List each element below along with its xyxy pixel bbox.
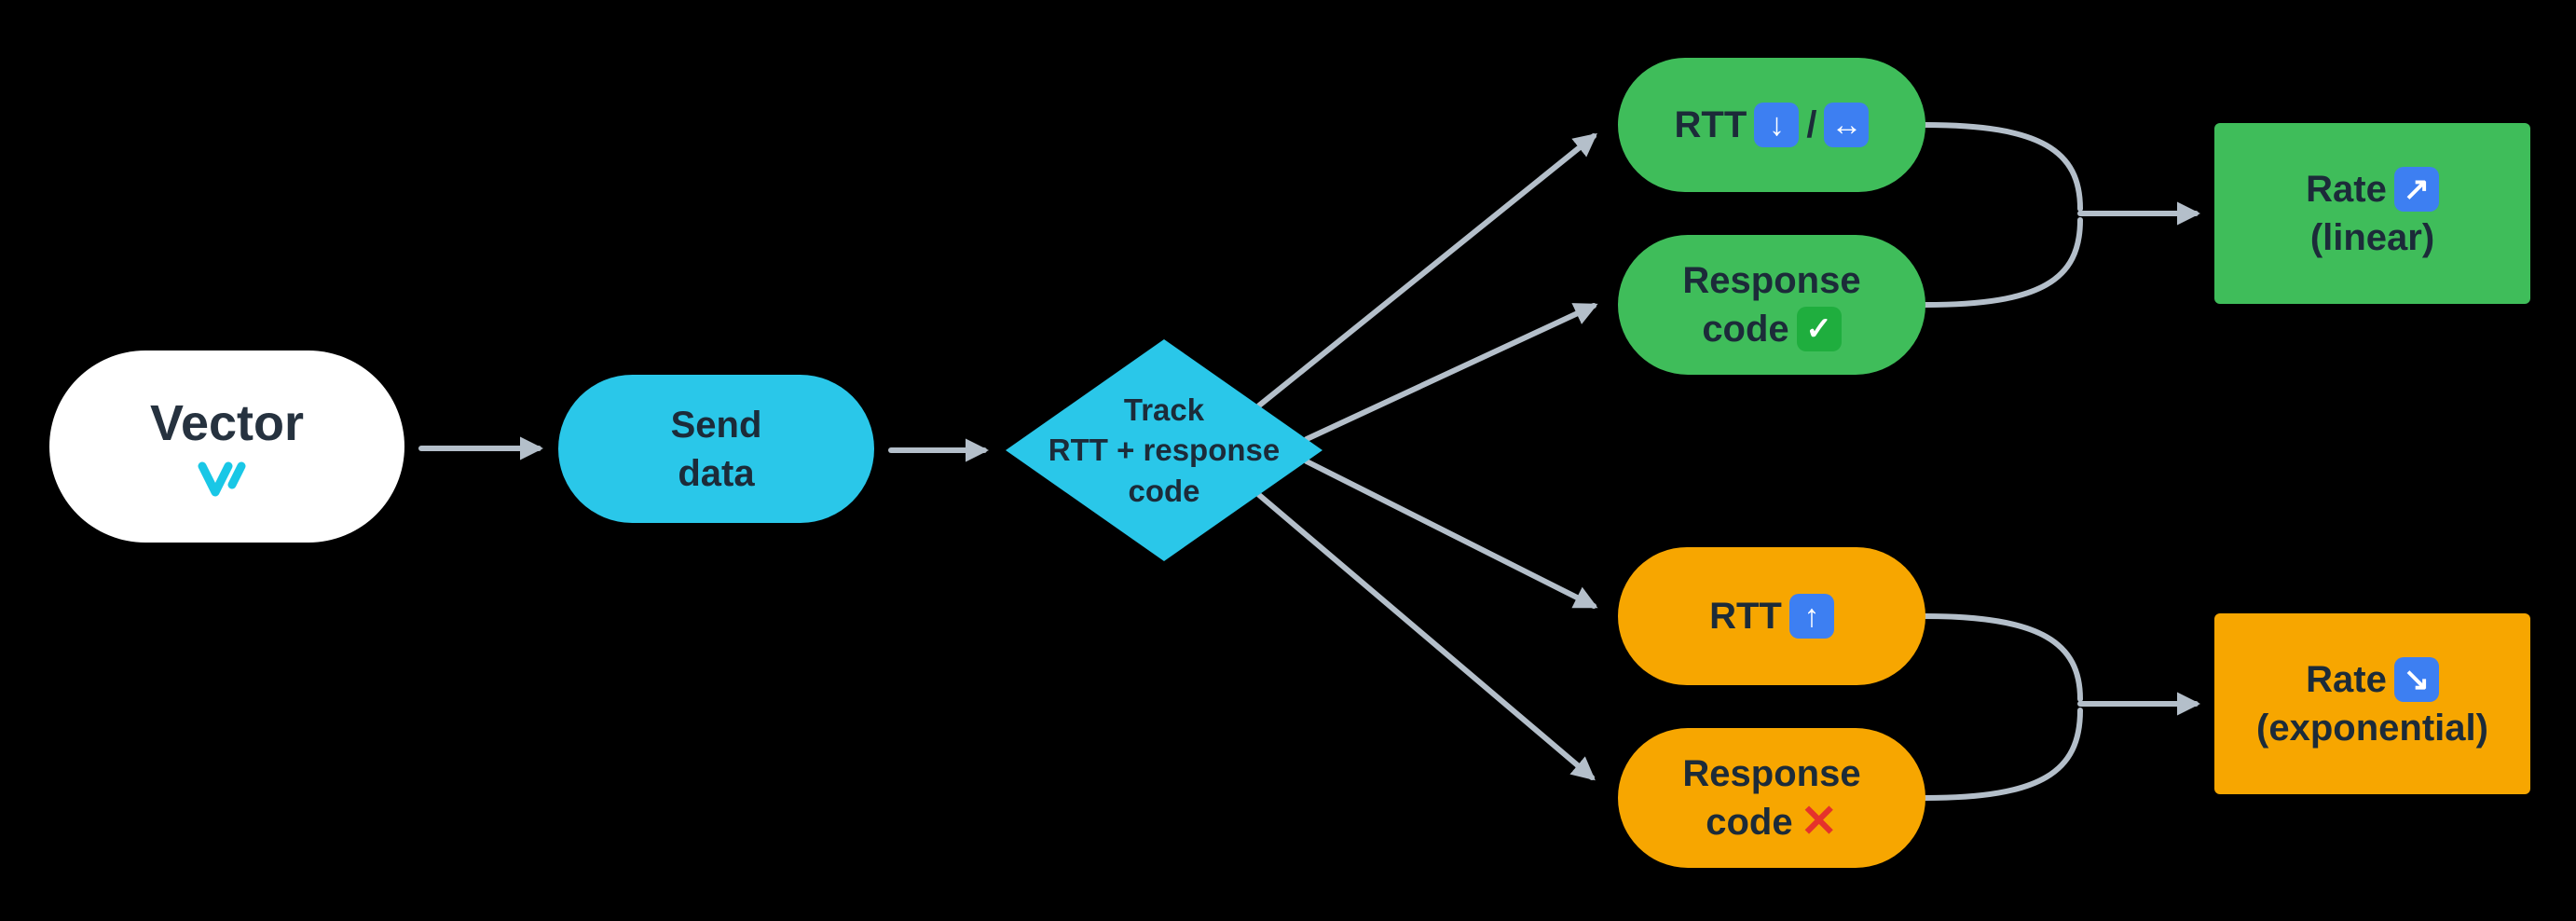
connector-track-to-rtt-bad <box>1304 459 1598 609</box>
rtt-good-separator: / <box>1806 104 1817 145</box>
bracket-rtt-bad <box>1923 613 2083 702</box>
node-response-bad: Response code ✕ <box>1618 728 1925 868</box>
node-send-data: Send data <box>558 375 874 523</box>
rate-linear-line1: Rate <box>2306 169 2387 210</box>
rtt-bad-label: RTT <box>1709 596 1782 637</box>
response-good-line2: code <box>1702 309 1789 350</box>
connector-track-to-response-bad <box>1256 492 1596 781</box>
bracket-rtt-good <box>1923 122 2083 212</box>
connector-track-to-response-good <box>1304 303 1598 442</box>
track-line1: Track <box>1123 392 1205 427</box>
arrow-down-right-icon: ↘ <box>2393 657 2439 702</box>
arrow-up-icon: ↑ <box>1788 594 1834 639</box>
node-rtt-bad: RTT ↑ <box>1618 547 1925 685</box>
arrow-down-icon: ↓ <box>1754 103 1800 147</box>
node-rtt-good: RTT ↓ / ↔ <box>1618 58 1925 192</box>
rate-exponential-line1: Rate <box>2306 659 2387 700</box>
arrow-left-right-icon: ↔ <box>1824 103 1870 147</box>
connector-track-to-rtt-good <box>1256 132 1597 408</box>
bracket-response-good <box>1923 217 2083 308</box>
arrow-up-right-icon: ↗ <box>2393 167 2439 212</box>
node-rate-linear: Rate ↗ (linear) <box>2214 123 2530 304</box>
rate-linear-line2: (linear) <box>2309 217 2435 258</box>
track-line3: code <box>1128 473 1200 508</box>
cross-mark-icon: ✕ <box>1800 797 1838 846</box>
node-vector: Vector <box>49 351 404 543</box>
vector-label: Vector <box>149 395 305 452</box>
node-rate-exponential: Rate ↘ (exponential) <box>2214 613 2530 794</box>
send-data-line1: Send <box>670 404 762 446</box>
bracket-response-bad <box>1923 708 2083 801</box>
response-bad-line2: code <box>1706 802 1793 843</box>
check-mark-icon: ✓ <box>1796 307 1842 351</box>
vector-logo-icon <box>197 461 258 497</box>
rate-exponential-line2: (exponential) <box>2256 708 2488 749</box>
track-line2: RTT + response <box>1048 433 1281 468</box>
node-track-decision: Track RTT + response code <box>1006 339 1322 561</box>
response-good-line1: Response <box>1682 260 1861 301</box>
send-data-line2: data <box>678 452 755 494</box>
rtt-good-label: RTT <box>1674 104 1747 145</box>
response-bad-line1: Response <box>1682 753 1861 794</box>
node-response-good: Response code ✓ <box>1618 235 1925 375</box>
